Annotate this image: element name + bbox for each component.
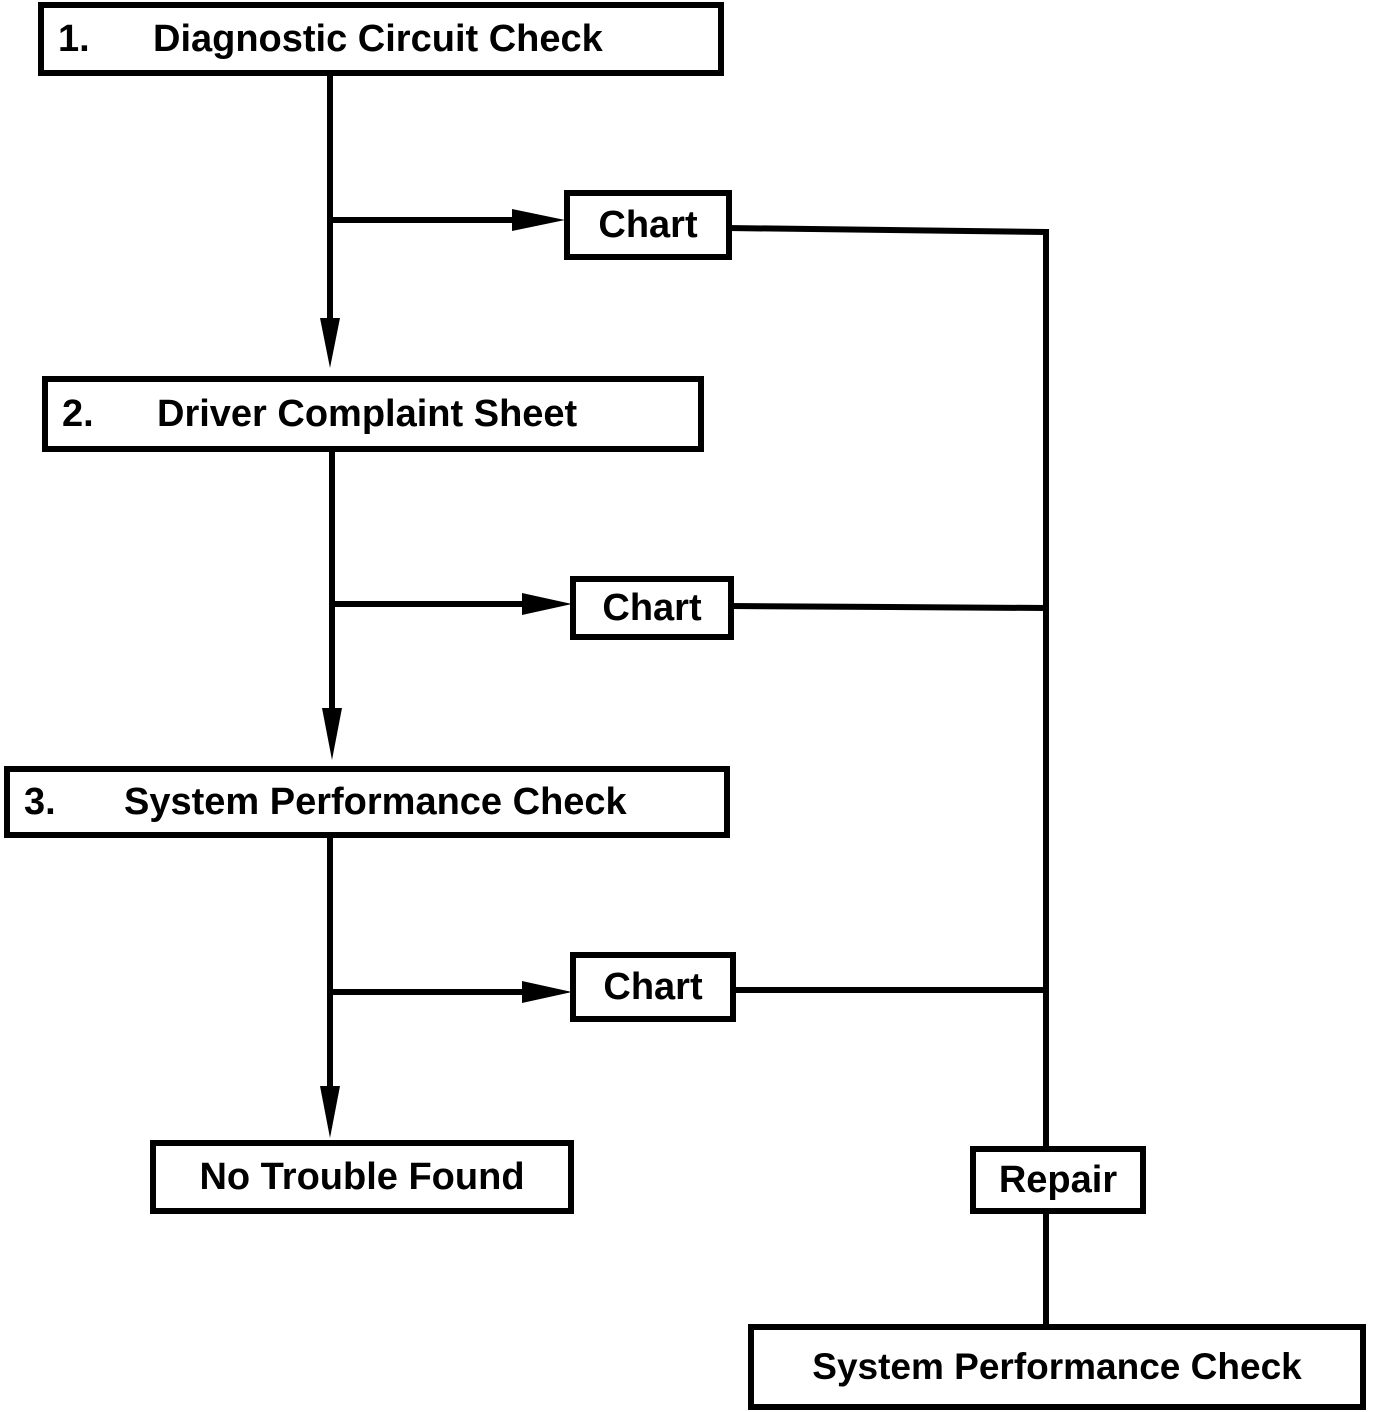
step-number: 3. <box>24 780 56 823</box>
connector-line <box>727 225 1047 235</box>
step-diagnostic-circuit-check: 1. Diagnostic Circuit Check <box>38 2 724 76</box>
step-number: 2. <box>62 392 94 435</box>
step-driver-complaint-sheet: 2. Driver Complaint Sheet <box>42 376 704 452</box>
step-label: Driver Complaint Sheet <box>157 392 578 435</box>
chart-box-1: Chart <box>564 190 732 260</box>
chart-label: Chart <box>603 965 703 1008</box>
step-system-performance-check: 3. System Performance Check <box>4 766 730 838</box>
arrowhead <box>522 593 572 615</box>
chart-label: Chart <box>598 203 698 246</box>
repair-label: Repair <box>998 1158 1118 1201</box>
final-system-performance-check-box: System Performance Check <box>748 1324 1366 1410</box>
chart-box-3: Chart <box>570 952 736 1022</box>
chart-label: Chart <box>602 586 702 629</box>
step-label: Diagnostic Circuit Check <box>153 17 603 60</box>
arrowhead <box>320 318 340 368</box>
chart-box-2: Chart <box>570 576 734 640</box>
arrowhead <box>522 981 572 1003</box>
repair-box: Repair <box>970 1146 1146 1214</box>
arrowhead <box>512 209 565 231</box>
step-number: 1. <box>58 17 90 60</box>
connector-line <box>729 603 1047 611</box>
no-trouble-label: No Trouble Found <box>199 1155 525 1198</box>
arrowhead <box>322 708 342 760</box>
final-check-label: System Performance Check <box>812 1346 1302 1387</box>
step-label: System Performance Check <box>124 780 627 823</box>
arrowhead <box>320 1086 340 1138</box>
no-trouble-found-box: No Trouble Found <box>150 1140 574 1214</box>
